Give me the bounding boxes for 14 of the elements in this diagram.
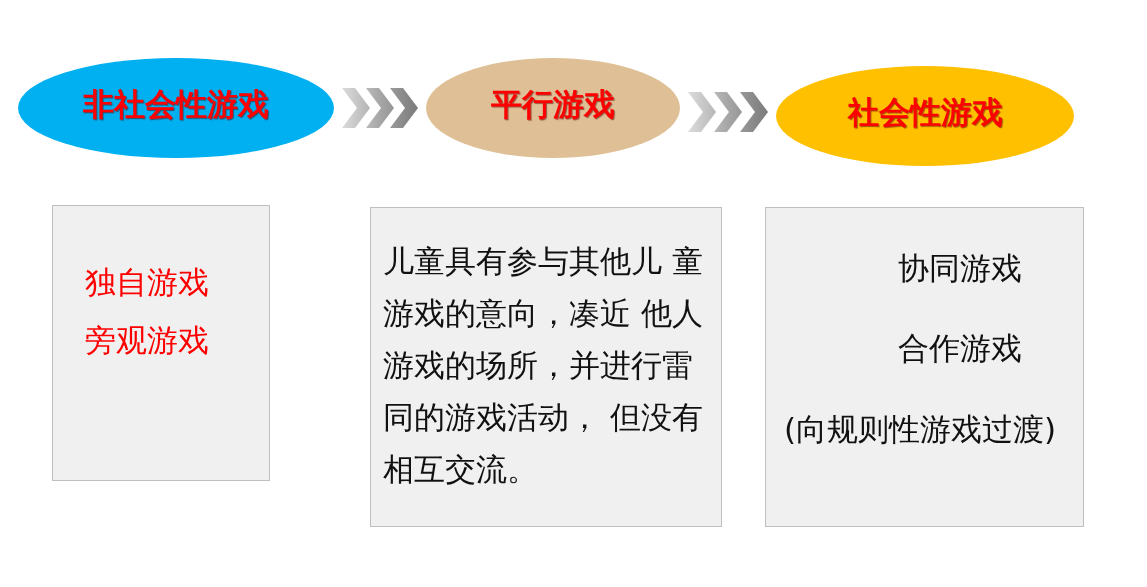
- play-type: 协同游戏: [898, 250, 1022, 286]
- play-type: (向规则性游戏过渡): [784, 411, 1057, 447]
- play-type: 旁观游戏: [85, 322, 209, 358]
- play-type: 独自游戏: [85, 264, 209, 300]
- description-box: [52, 205, 270, 481]
- description-text: 儿童具有参与其他儿 童游戏的意向，凑近 他人游戏的场所，并进行雷同的游戏活动， 但没有相互交流。: [383, 242, 704, 489]
- description-box: [370, 207, 722, 527]
- chevron-arrow: [342, 88, 418, 128]
- description-box: [765, 207, 1084, 527]
- stage-title: 平行游戏: [491, 86, 615, 122]
- play-type: 合作游戏: [898, 330, 1022, 366]
- stage-title: 非社会性游戏: [83, 86, 269, 122]
- chevron-arrow: [688, 92, 768, 132]
- stage-title: 社会性游戏: [847, 94, 1003, 130]
